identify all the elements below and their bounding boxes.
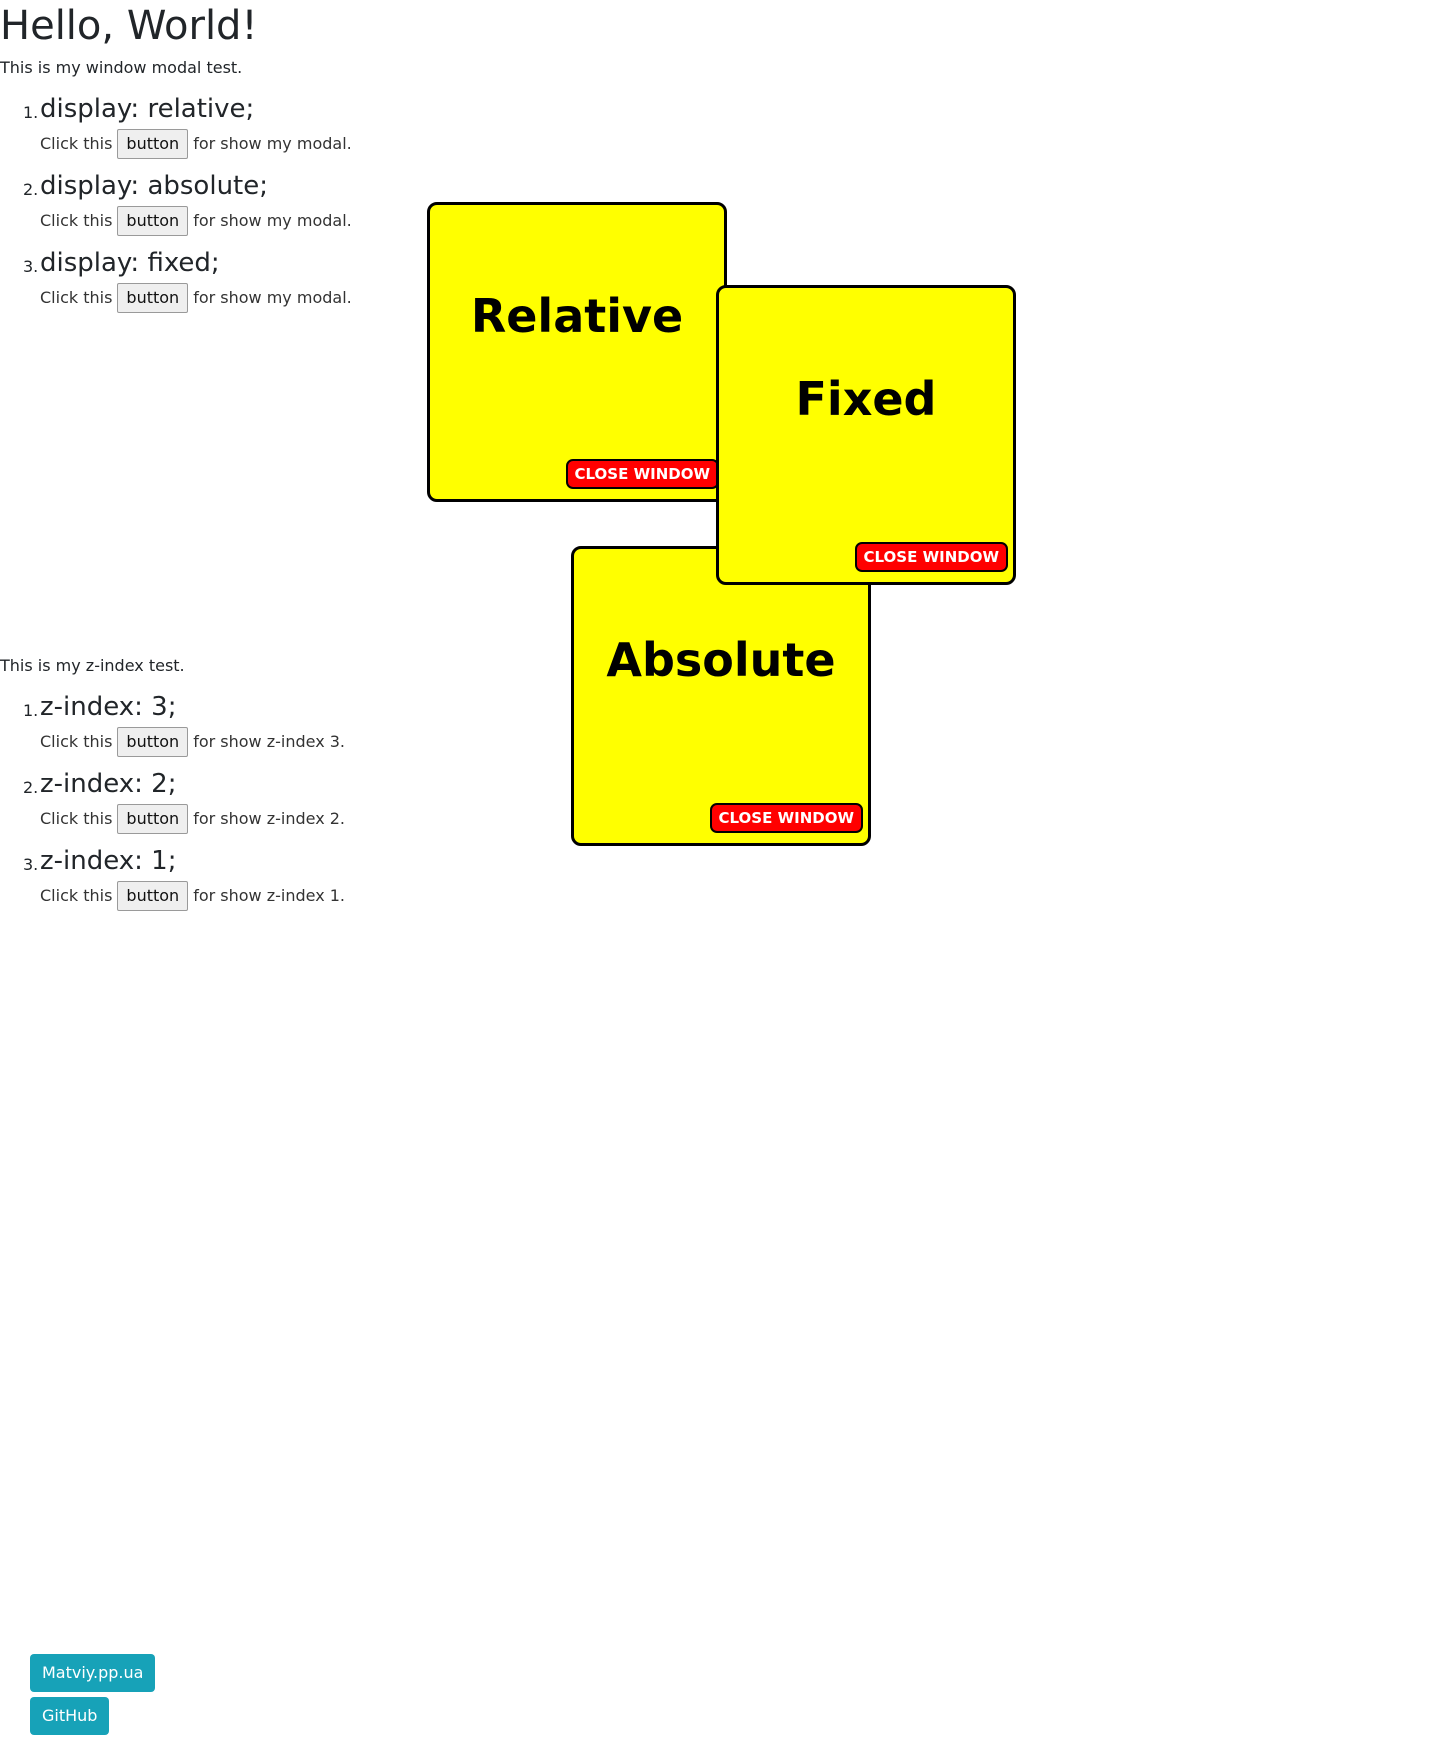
item-row: Click this button for show z-index 2. xyxy=(40,801,420,837)
item-prefix: Click this xyxy=(40,288,113,307)
modal-title: Absolute xyxy=(606,633,836,687)
item-suffix: for show z-index 3. xyxy=(193,732,346,751)
list-item: 2. z-index: 2; Click this button for sho… xyxy=(0,767,420,837)
item-suffix: for show z-index 1. xyxy=(193,886,346,905)
item-heading: z-index: 3; xyxy=(40,692,177,722)
item-heading: z-index: 1; xyxy=(40,846,177,876)
list-item: 3. z-index: 1; Click this button for sho… xyxy=(0,844,420,914)
item-suffix: for show my modal. xyxy=(193,288,352,307)
list-item: 1. display: relative; Click this button … xyxy=(0,92,420,162)
item-heading: display: relative; xyxy=(40,94,255,124)
item-row: Click this button for show my modal. xyxy=(40,203,420,239)
item-heading: display: fixed; xyxy=(40,248,220,278)
item-row: Click this button for show z-index 3. xyxy=(40,724,420,760)
page-title: Hello, World! xyxy=(0,3,258,49)
close-window-button[interactable]: CLOSE WINDOW xyxy=(854,542,1008,572)
item-prefix: Click this xyxy=(40,809,113,828)
absolute-modal: Absolute CLOSE WINDOW xyxy=(571,546,871,846)
github-link-button[interactable]: GitHub xyxy=(30,1697,110,1735)
show-relative-modal-button[interactable]: button xyxy=(117,129,189,159)
relative-modal: Relative CLOSE WINDOW xyxy=(427,202,727,502)
item-heading: z-index: 2; xyxy=(40,769,177,799)
list-item: 2. display: absolute; Click this button … xyxy=(0,169,420,239)
show-zindex-2-button[interactable]: button xyxy=(117,804,189,834)
zindex-test-intro: This is my z-index test. xyxy=(0,656,185,675)
item-heading: display: absolute; xyxy=(40,171,268,201)
item-number: 3. xyxy=(23,257,39,276)
item-row: Click this button for show my modal. xyxy=(40,126,420,162)
site-link-button[interactable]: Matviy.pp.ua xyxy=(30,1654,156,1692)
item-row: Click this button for show z-index 1. xyxy=(40,878,420,914)
show-zindex-1-button[interactable]: button xyxy=(117,881,189,911)
show-absolute-modal-button[interactable]: button xyxy=(117,206,189,236)
modal-title: Fixed xyxy=(795,372,937,426)
item-number: 2. xyxy=(23,180,39,199)
item-number: 1. xyxy=(23,701,39,720)
item-number: 2. xyxy=(23,778,39,797)
item-prefix: Click this xyxy=(40,211,113,230)
item-suffix: for show my modal. xyxy=(193,134,352,153)
item-suffix: for show z-index 2. xyxy=(193,809,346,828)
fixed-modal: Fixed CLOSE WINDOW xyxy=(716,285,1016,585)
modal-test-intro: This is my window modal test. xyxy=(0,58,243,77)
item-prefix: Click this xyxy=(40,732,113,751)
modal-test-list: 1. display: relative; Click this button … xyxy=(0,92,420,323)
footer-links: Matviy.pp.ua GitHub xyxy=(30,1654,156,1740)
item-prefix: Click this xyxy=(40,134,113,153)
item-suffix: for show my modal. xyxy=(193,211,352,230)
modal-title: Relative xyxy=(470,289,684,343)
item-number: 1. xyxy=(23,103,39,122)
show-zindex-3-button[interactable]: button xyxy=(117,727,189,757)
close-window-button[interactable]: CLOSE WINDOW xyxy=(709,803,863,833)
list-item: 3. display: fixed; Click this button for… xyxy=(0,246,420,316)
item-number: 3. xyxy=(23,855,39,874)
list-item: 1. z-index: 3; Click this button for sho… xyxy=(0,690,420,760)
item-row: Click this button for show my modal. xyxy=(40,280,420,316)
close-window-button[interactable]: CLOSE WINDOW xyxy=(565,459,719,489)
item-prefix: Click this xyxy=(40,886,113,905)
show-fixed-modal-button[interactable]: button xyxy=(117,283,189,313)
zindex-test-list: 1. z-index: 3; Click this button for sho… xyxy=(0,690,420,921)
